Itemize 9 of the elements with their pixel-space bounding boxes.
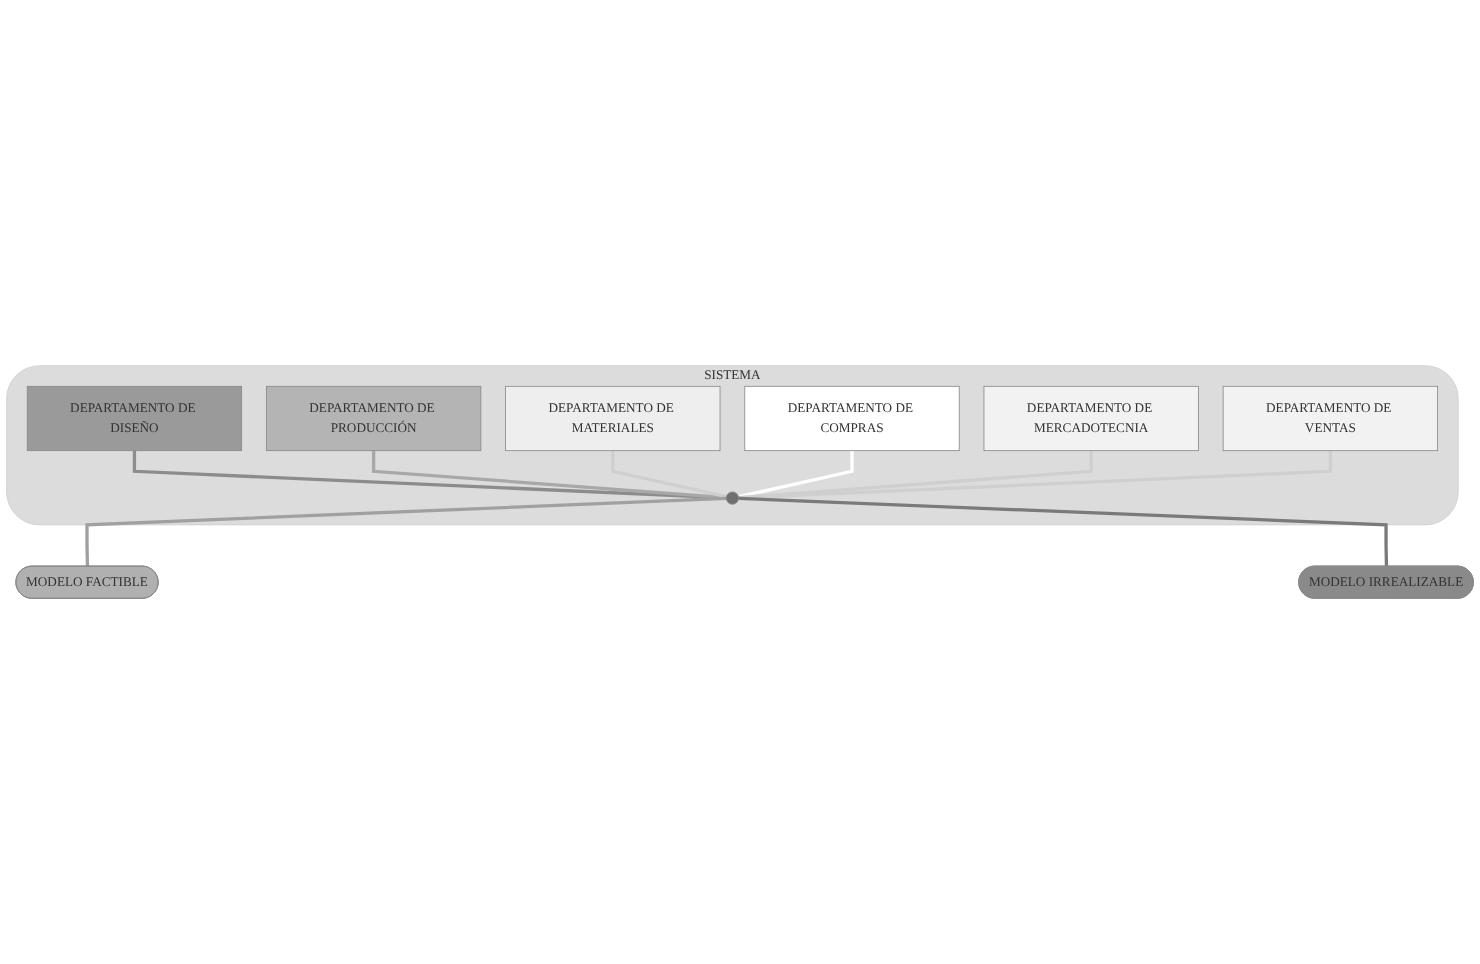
connector: [611, 450, 727, 499]
connector: [738, 450, 1093, 500]
connector: [738, 496, 1389, 567]
connector: [738, 450, 854, 499]
connector: [85, 496, 727, 567]
connector: [132, 450, 727, 500]
connector: [372, 450, 727, 500]
node-circle: [725, 491, 739, 505]
connector: [738, 450, 1332, 500]
